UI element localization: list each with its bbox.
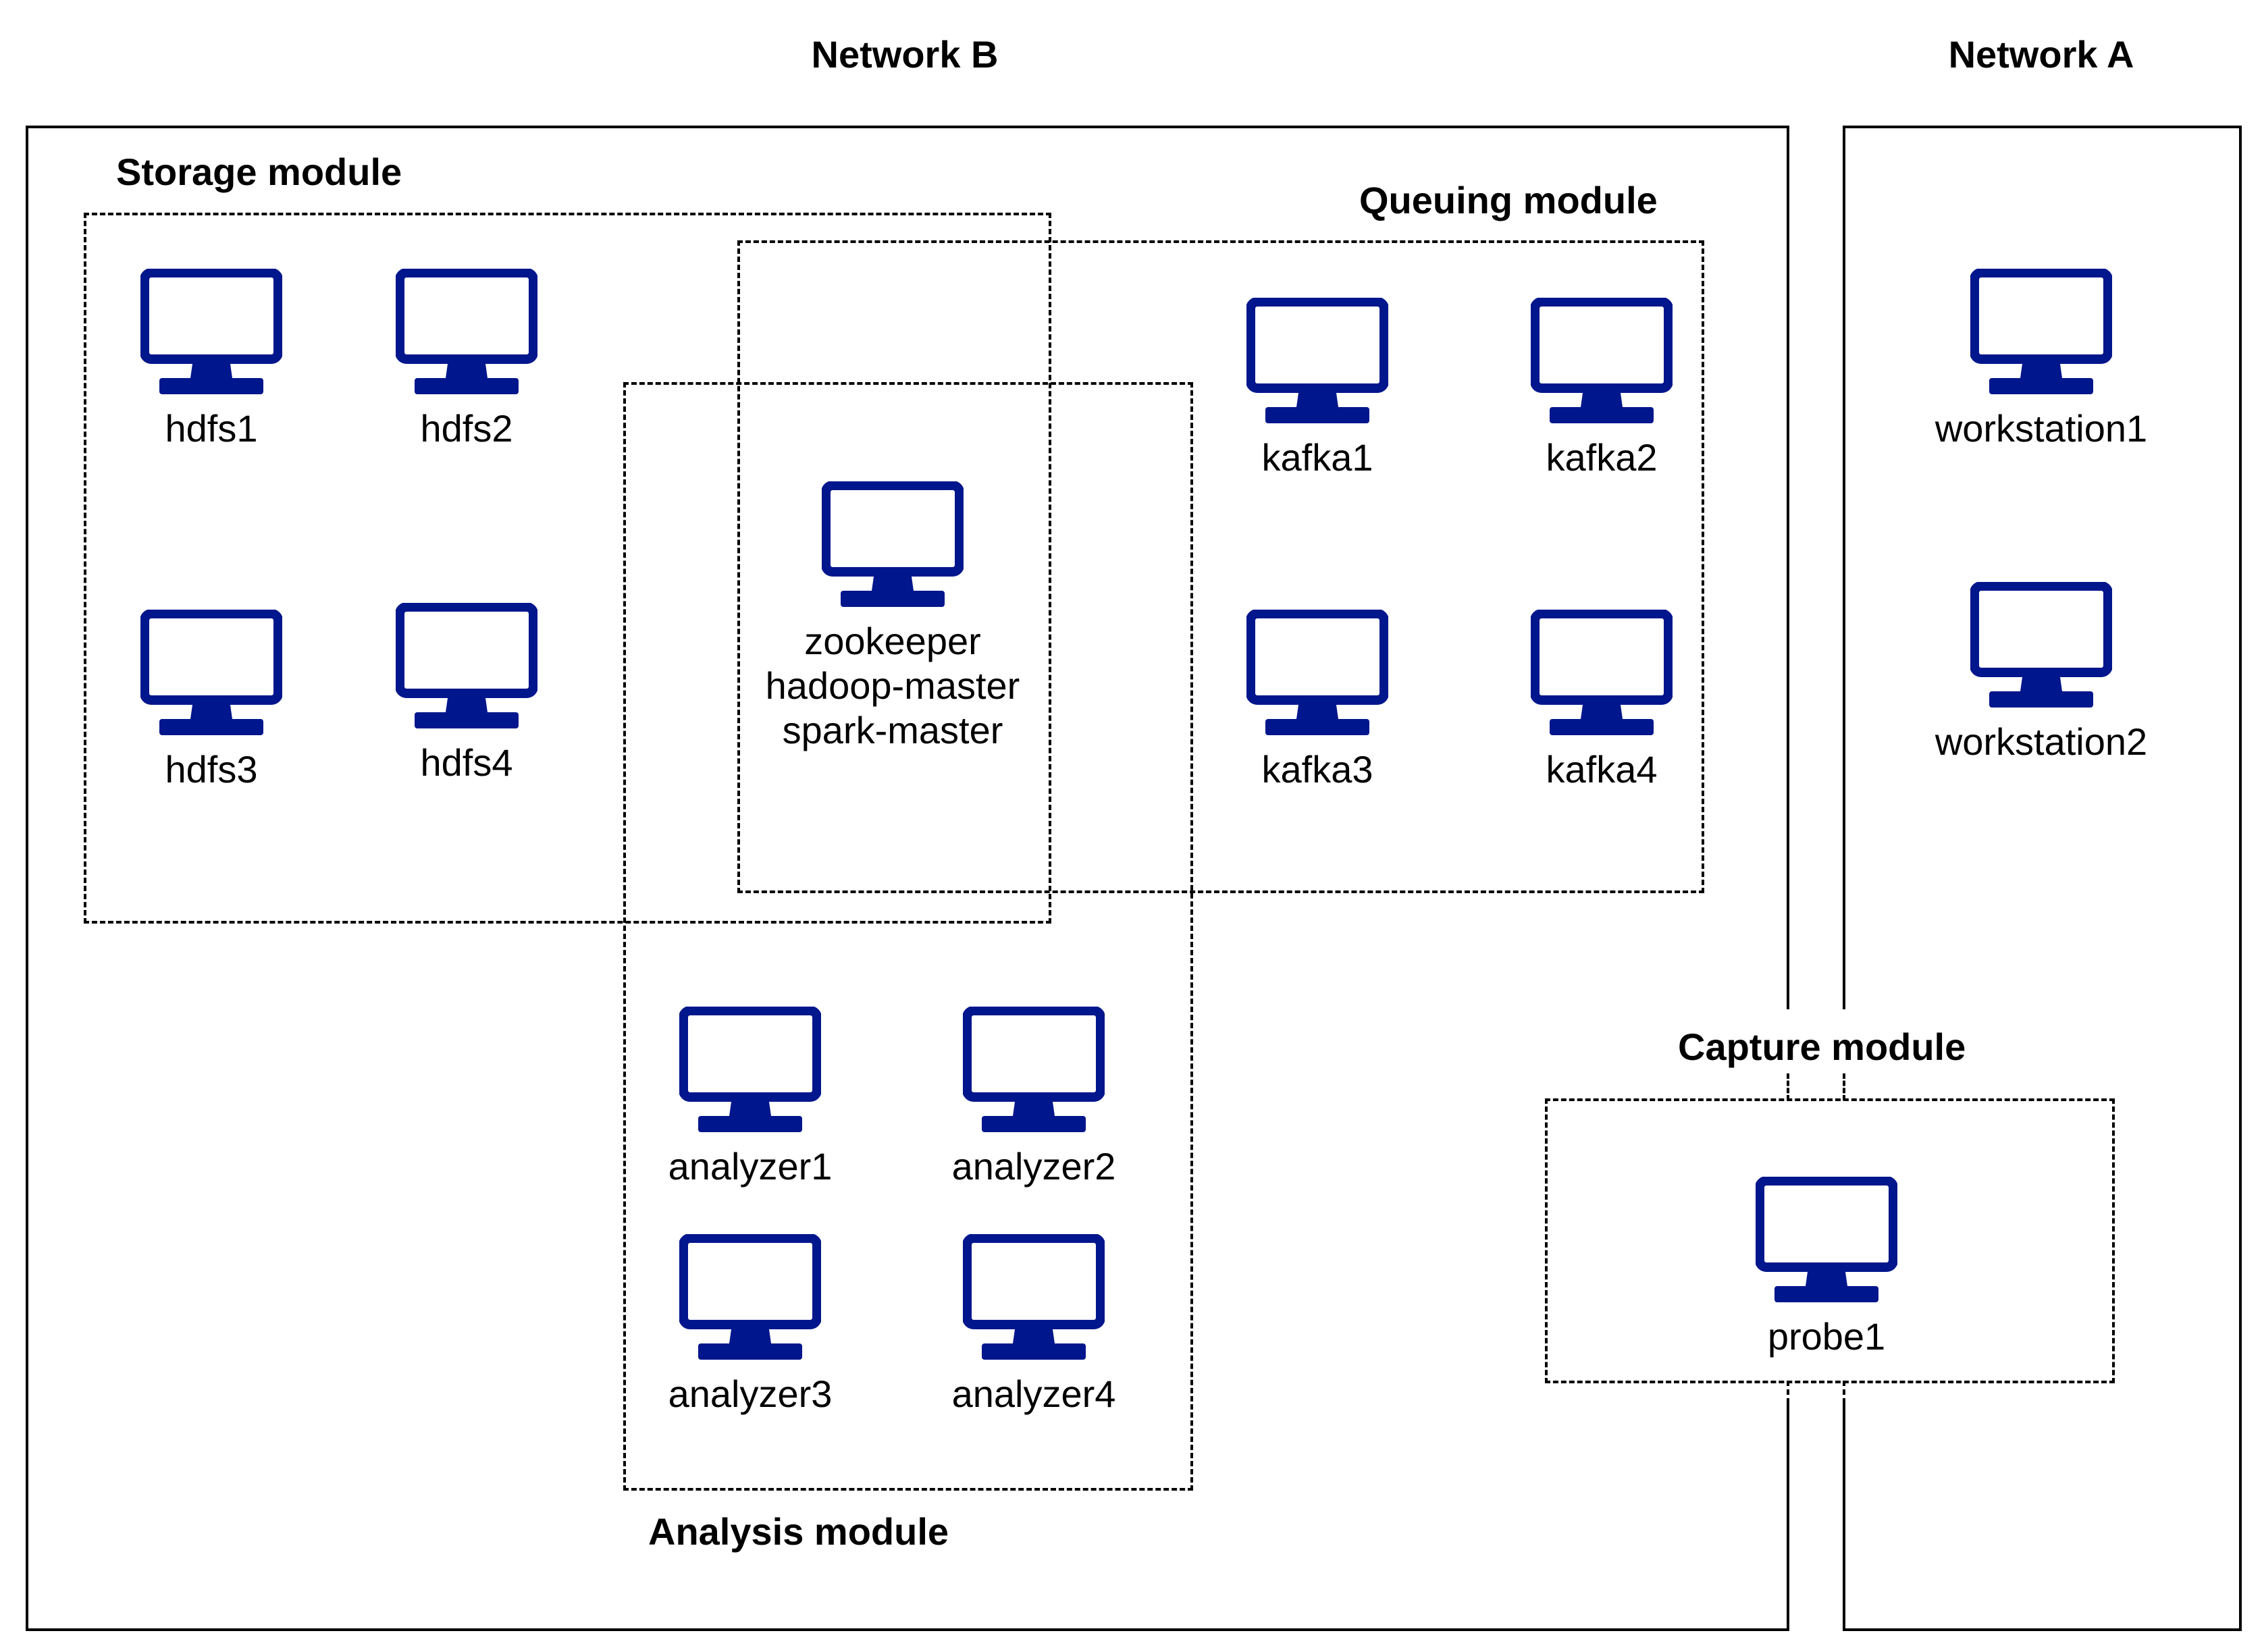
computer-monitor-icon [679,1234,821,1360]
node-label-hdfs4: hdfs4 [420,741,513,784]
node-kafka3: kafka3 [1182,610,1452,792]
network-b-title: Network B [811,33,999,76]
node-hdfs3: hdfs3 [76,610,346,792]
computer-monitor-icon [963,1007,1105,1132]
node-label-analyzer3: analyzer3 [668,1373,833,1415]
node-label-hdfs2: hdfs2 [420,407,513,450]
node-kafka1: kafka1 [1182,298,1452,480]
network-a-title: Network A [1948,33,2134,76]
storage-module-box [84,213,1051,924]
computer-monitor-icon [963,1234,1105,1360]
storage-module-label: Storage module [116,151,402,193]
capture-module-box [1545,1098,2115,1383]
node-workstation2: workstation2 [1906,582,2176,764]
analysis-module-box [623,382,1193,1491]
node-label-probe1: probe1 [1767,1315,1886,1358]
computer-monitor-icon [140,610,282,735]
node-label-analyzer1: analyzer1 [668,1145,833,1188]
network-b-wall-gap [1783,1009,1801,1401]
node-master: zookeeper hadoop-master spark-master [758,481,1028,753]
computer-monitor-icon [1756,1177,1897,1302]
computer-monitor-icon [1970,582,2112,708]
node-kafka2: kafka2 [1467,298,1737,480]
node-analyzer4: analyzer4 [899,1234,1169,1416]
node-label-spark-master: spark-master [782,709,1003,751]
node-probe1: probe1 [1691,1177,1962,1359]
node-label-zookeeper: zookeeper [804,620,981,662]
computer-monitor-icon [1246,298,1388,423]
computer-monitor-icon [396,603,537,728]
computer-monitor-icon [679,1007,821,1132]
node-analyzer2: analyzer2 [899,1007,1169,1189]
node-label-hadoop-master: hadoop-master [765,664,1020,707]
node-label-analyzer4: analyzer4 [951,1373,1116,1415]
computer-monitor-icon [1531,298,1673,423]
queuing-module-label: Queuing module [1359,179,1658,221]
node-hdfs1: hdfs1 [76,269,346,451]
network-b-box [26,126,1789,1631]
node-workstation1: workstation1 [1906,269,2176,451]
computer-monitor-icon [140,269,282,394]
node-label-hdfs3: hdfs3 [165,748,258,791]
node-label-workstation1: workstation1 [1935,407,2148,450]
node-label-kafka1: kafka1 [1261,436,1373,479]
node-analyzer3: analyzer3 [615,1234,885,1416]
analysis-module-label: Analysis module [648,1510,949,1553]
computer-monitor-icon [1246,610,1388,735]
computer-monitor-icon [396,269,537,394]
node-hdfs2: hdfs2 [332,269,602,451]
capture-connector-top [1787,1073,1845,1100]
node-hdfs4: hdfs4 [332,603,602,785]
node-analyzer1: analyzer1 [615,1007,885,1189]
queuing-module-box [737,240,1704,893]
node-kafka4: kafka4 [1467,610,1737,792]
computer-monitor-icon [1970,269,2112,394]
node-label-kafka2: kafka2 [1546,436,1658,479]
capture-module-label: Capture module [1678,1025,1966,1068]
computer-monitor-icon [822,481,964,607]
node-label-workstation2: workstation2 [1935,720,2148,763]
capture-connector-bottom [1787,1381,1845,1421]
computer-monitor-icon [1531,610,1673,735]
node-label-kafka4: kafka4 [1546,748,1658,791]
node-label-hdfs1: hdfs1 [165,407,258,450]
network-a-box [1843,126,2242,1631]
node-label-analyzer2: analyzer2 [951,1145,1116,1188]
node-label-kafka3: kafka3 [1261,748,1373,791]
